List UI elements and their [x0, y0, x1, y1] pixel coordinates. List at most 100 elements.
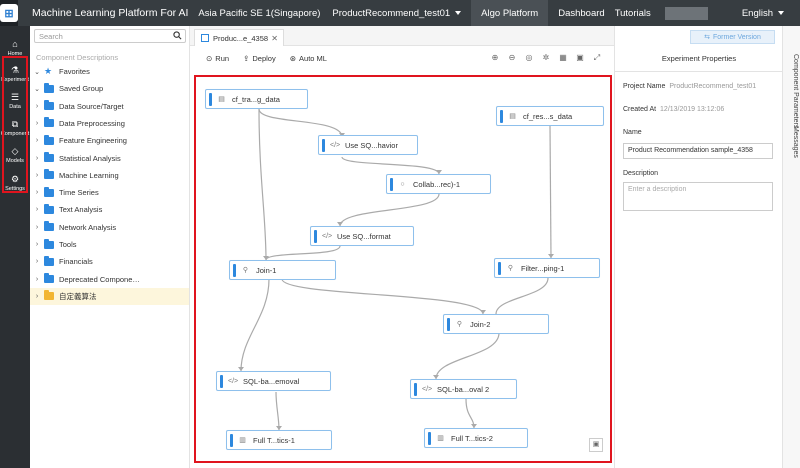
platform-logo[interactable]: ⊞	[0, 0, 18, 26]
pipeline-node-join-2[interactable]: ⚲Join-2	[443, 314, 549, 334]
pipeline-canvas[interactable]: ▤cf_tra...g_data ▤cf_res...s_data </>Use…	[194, 75, 612, 463]
nav-tab-dashboard[interactable]: Dashboard	[558, 7, 605, 19]
component-tree-item[interactable]: ⌄ ★ Favorites	[30, 63, 189, 80]
search-input[interactable]: Search	[34, 29, 186, 43]
component-tree-item[interactable]: ›Financials	[30, 253, 189, 270]
run-button[interactable]: ⊙Run	[206, 54, 229, 63]
arrow-n4	[436, 170, 442, 174]
pipeline-node-full-table-statistics-1[interactable]: ▥Full T...tics-1	[226, 430, 332, 450]
rail-item-data[interactable]: ☰ Data	[0, 85, 30, 117]
pipeline-node-collaborative-filtering[interactable]: ○Collab...rec)-1	[386, 174, 491, 194]
rail-item-settings[interactable]: ⚙ Settings	[0, 167, 30, 199]
chevron-right-icon[interactable]: ›	[35, 223, 39, 231]
component-tree-item[interactable]: ›Tools	[30, 236, 189, 253]
rail-item-models[interactable]: ◇ Models	[0, 139, 30, 171]
folder-icon	[44, 203, 54, 214]
zoom-out-icon[interactable]: ⊖	[508, 53, 516, 62]
chevron-right-icon[interactable]: ›	[35, 275, 39, 283]
rail-item-home[interactable]: ⌂ Home	[0, 32, 30, 64]
component-descriptions-label[interactable]: Component Descriptions	[36, 53, 119, 62]
chevron-right-icon[interactable]: ›	[35, 154, 39, 162]
component-tree-item[interactable]: ›Data Preprocessing	[30, 115, 189, 132]
code-icon: </>	[422, 385, 433, 393]
description-textarea[interactable]: Enter a description	[623, 182, 773, 211]
component-tree-item[interactable]: ⌄Saved Group	[30, 80, 189, 97]
chevron-right-icon[interactable]: ›	[35, 137, 39, 145]
chevron-right-icon[interactable]: ›	[35, 102, 39, 110]
arrow-n12	[471, 424, 477, 428]
component-tree-item[interactable]: ›Network Analysis	[30, 219, 189, 236]
pipeline-node-join-1[interactable]: ⚲Join-1	[229, 260, 336, 280]
chevron-down-icon[interactable]: ⌄	[34, 85, 40, 93]
chevron-right-icon[interactable]: ›	[35, 258, 39, 266]
component-tree-item[interactable]: › Text Analysis	[30, 201, 189, 218]
deploy-button[interactable]: ⇪Deploy	[243, 54, 276, 63]
chevron-right-icon[interactable]: ›	[35, 241, 39, 248]
deploy-icon: ⇪	[243, 53, 250, 63]
node-label: Full T...tics-1	[253, 435, 295, 445]
tutorials-link[interactable]: Tutorials	[614, 7, 651, 19]
tree-item-label: Text Analysis	[59, 205, 103, 215]
folder-icon	[44, 255, 54, 266]
auto-layout-icon[interactable]: ✲	[542, 53, 550, 62]
rail-highlight-box	[2, 56, 28, 193]
table-icon: ▤	[218, 96, 225, 103]
editor-toolbar: ⊙Run ⇪Deploy ⊛Auto ML ⊕ ⊖ ◎ ✲ ▦ ▣ ⤢	[190, 47, 614, 69]
arrow-n11	[276, 426, 282, 430]
tab-messages[interactable]: Messages	[792, 126, 799, 158]
component-tree-item[interactable]: ›Time Series	[30, 184, 189, 201]
tab-component-parameters[interactable]: Component Parameters	[792, 54, 799, 129]
chevron-down-icon[interactable]: ⌄	[34, 68, 40, 76]
pipeline-node-cf-training-data[interactable]: ▤cf_tra...g_data	[205, 89, 308, 109]
rail-item-experiment[interactable]: ⚗ Experiment	[0, 58, 30, 90]
project-name: ProductRecommend_test01	[332, 7, 451, 19]
minimap-toggle-button[interactable]: ▣	[589, 438, 603, 452]
tree-item-label: Favorites	[59, 67, 90, 76]
edge-n2-n7	[549, 125, 552, 259]
user-account[interactable]	[664, 6, 708, 20]
close-icon[interactable]: ✕	[271, 33, 278, 43]
component-tree-item[interactable]: ›Feature Engineering	[30, 132, 189, 149]
chevron-right-icon[interactable]: ›	[35, 206, 39, 214]
pipeline-node-cf-result-data[interactable]: ▤cf_res...s_data	[496, 106, 604, 126]
node-label: Join-1	[256, 265, 277, 275]
pipeline-node-use-sql-format[interactable]: </>Use SQ...format	[310, 226, 414, 246]
rail-label: Models	[6, 158, 24, 164]
fit-screen-icon[interactable]: ▣	[576, 53, 584, 62]
language-selector[interactable]: English	[742, 8, 784, 19]
chevron-right-icon[interactable]: ›	[35, 171, 39, 179]
rail-item-component[interactable]: ⧉ Component	[0, 112, 30, 144]
component-tree-item[interactable]: ›Statistical Analysis	[30, 150, 189, 167]
edge-n3-n4	[341, 156, 440, 175]
former-version-button[interactable]: ⇆ Former Version	[690, 30, 775, 44]
zoom-in-icon[interactable]: ⊕	[491, 53, 499, 62]
globe-icon[interactable]: ◎	[525, 53, 533, 62]
arrow-n9	[238, 367, 244, 371]
pipeline-node-full-table-statistics-2[interactable]: ▥Full T...tics-2	[424, 428, 528, 448]
region-selector[interactable]: Asia Pacific SE 1(Singapore)	[198, 7, 321, 19]
chevron-right-icon[interactable]: ›	[35, 292, 39, 300]
auto-ml-button[interactable]: ⊛Auto ML	[290, 54, 327, 63]
component-panel: Search Component Descriptions ⌄ ★ Favorite…	[30, 26, 190, 468]
tab-experiment[interactable]: Produc...e_4358 ✕	[194, 29, 284, 46]
search-icon[interactable]	[173, 31, 182, 40]
fullscreen-icon[interactable]: ⤢	[593, 53, 601, 62]
nav-tab-algo-platform[interactable]: Algo Platform	[471, 0, 549, 26]
chevron-right-icon[interactable]: ›	[35, 189, 39, 197]
experiment-name-input[interactable]: Product Recommendation sample_4358	[623, 143, 773, 159]
folder-icon	[44, 82, 54, 93]
rail-label: Data	[9, 104, 21, 110]
chevron-right-icon[interactable]: ›	[35, 119, 39, 127]
component-tree-item[interactable]: ›Machine Learning	[30, 167, 189, 184]
pipeline-node-use-sql-behavior[interactable]: </>Use SQ...havior	[318, 135, 418, 155]
component-tree-item[interactable]: ›Data Source/Target	[30, 98, 189, 115]
project-selector[interactable]: ProductRecommend_test01	[332, 7, 462, 19]
star-icon: ★	[44, 66, 53, 76]
pipeline-node-sql-based-removal-2[interactable]: </>SQL-ba...oval 2	[410, 379, 517, 399]
pipeline-node-filter-mapping-1[interactable]: ⚲Filter...ping-1	[494, 258, 600, 278]
folder-icon	[44, 221, 54, 232]
component-tree-item[interactable]: ›Deprecated Compone…	[30, 271, 189, 288]
component-tree-item[interactable]: ›自定義算法	[30, 287, 189, 305]
pipeline-node-sql-based-removal[interactable]: </>SQL-ba...emoval	[216, 371, 331, 391]
grid-icon[interactable]: ▦	[559, 53, 567, 62]
